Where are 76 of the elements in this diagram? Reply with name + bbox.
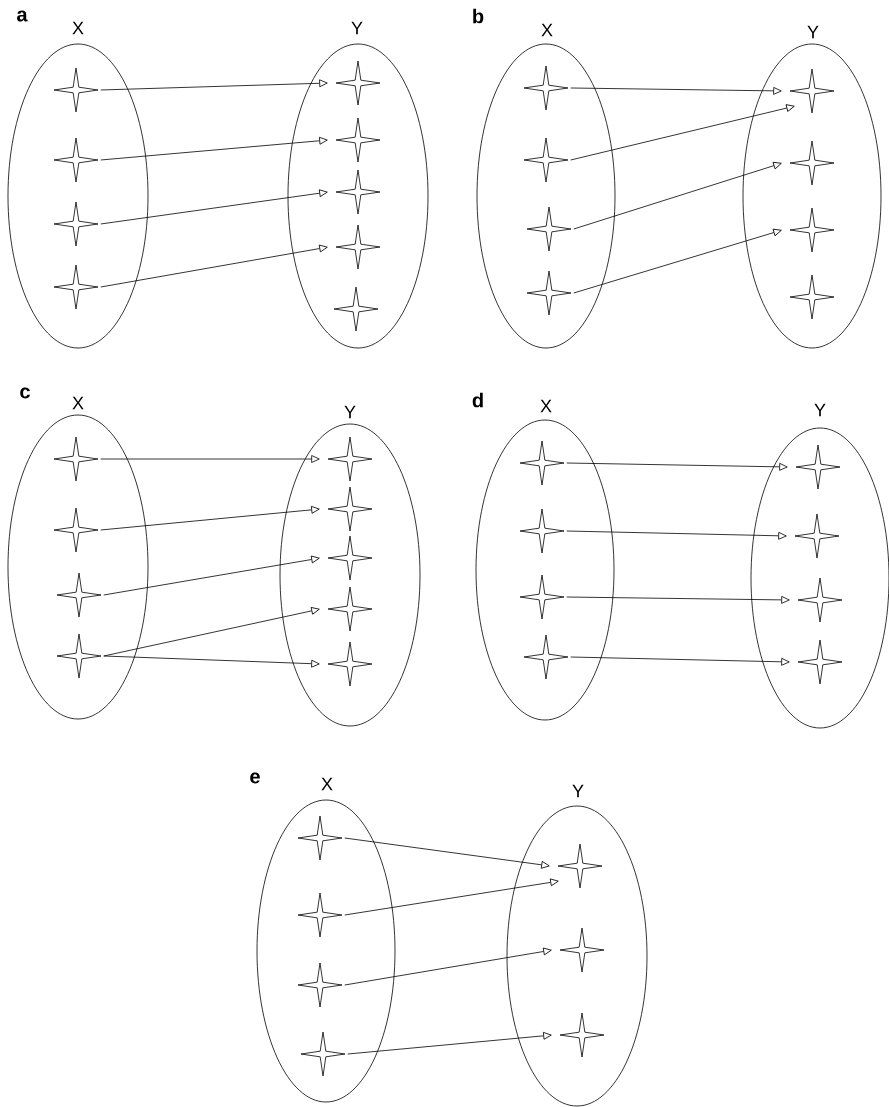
arrow: [570, 87, 782, 95]
node-label: X: [72, 21, 84, 35]
star-symbol: [327, 436, 373, 482]
node-label: X: [540, 399, 552, 413]
arrow: [100, 455, 320, 463]
star-symbol: [794, 513, 840, 559]
star-symbol: [327, 486, 373, 532]
arrow: [566, 462, 788, 471]
star-symbol: [300, 1031, 346, 1077]
star-symbol: [335, 224, 381, 270]
star-symbol: [523, 65, 569, 111]
arrow: [347, 1031, 552, 1055]
arrow: [566, 530, 787, 540]
star-symbol: [297, 892, 343, 938]
arrow: [100, 244, 328, 288]
star-symbol: [797, 577, 843, 623]
node-label: X: [541, 23, 553, 37]
arrow: [566, 596, 790, 604]
star-symbol: [559, 927, 605, 973]
star-symbol: [56, 572, 102, 618]
arrow: [100, 189, 328, 225]
star-symbol: [327, 535, 373, 581]
star-symbol: [526, 206, 572, 252]
star-symbol: [327, 586, 373, 632]
arrow: [100, 505, 320, 531]
panel-letter: a: [17, 10, 28, 22]
node-label: X: [321, 777, 333, 791]
star-symbol: [53, 201, 99, 247]
star-symbol: [526, 270, 572, 316]
arrow: [573, 161, 782, 230]
star-symbol: [519, 574, 565, 620]
star-symbol: [795, 444, 841, 490]
panel-letter: e: [250, 772, 260, 784]
star-symbol: [53, 137, 99, 183]
star-symbol: [56, 633, 102, 679]
arrow: [344, 878, 559, 916]
star-symbol: [53, 507, 99, 553]
node-label: Y: [814, 403, 826, 417]
arrow: [103, 555, 320, 596]
star-symbol: [333, 286, 379, 332]
star-symbol: [789, 68, 835, 114]
star-symbol: [335, 169, 381, 215]
arrow: [344, 947, 552, 986]
star-symbol: [519, 440, 565, 486]
node-label: X: [72, 396, 84, 410]
star-symbol: [297, 962, 343, 1008]
star-symbol: [559, 1012, 605, 1058]
star-symbol: [335, 117, 381, 163]
arrow: [100, 79, 328, 91]
node-label: Y: [807, 25, 819, 39]
arrow: [570, 104, 795, 161]
star-symbol: [53, 264, 99, 310]
star-symbol: [523, 634, 569, 680]
arrow: [344, 837, 550, 869]
star-symbol: [789, 140, 835, 186]
star-symbol: [797, 639, 843, 685]
star-symbol: [335, 60, 381, 106]
panel-letter: d: [472, 392, 483, 408]
panel-letter: c: [20, 387, 30, 399]
node-label: Y: [344, 405, 356, 419]
arrow: [570, 656, 790, 666]
star-symbol: [557, 843, 603, 889]
node-label: Y: [572, 784, 584, 798]
star-symbol: [789, 207, 835, 253]
arrow: [573, 228, 782, 294]
panel-letter: b: [473, 8, 484, 24]
star-symbol: [519, 508, 565, 554]
star-symbol: [523, 137, 569, 183]
star-symbol: [53, 436, 99, 482]
arrow: [100, 136, 328, 161]
star-symbol: [789, 274, 835, 320]
star-symbol: [327, 641, 373, 687]
arrow: [103, 655, 320, 668]
star-symbol: [53, 67, 99, 113]
node-label: Y: [351, 21, 363, 35]
star-symbol: [297, 815, 343, 861]
